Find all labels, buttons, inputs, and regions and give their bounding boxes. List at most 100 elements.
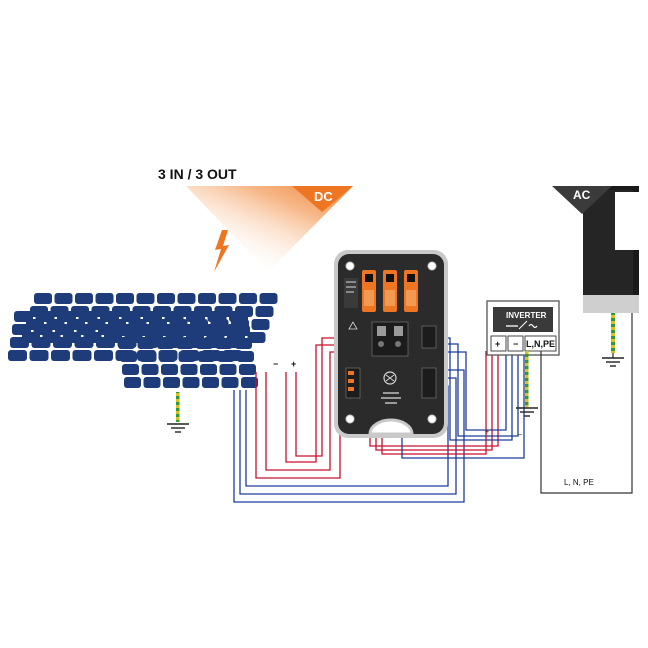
solar-cell [54,293,73,304]
dc-indicator: DC [186,186,353,272]
solar-cell [57,311,76,322]
solar-panel-array [8,293,278,388]
solar-cell [237,351,254,362]
solar-cell [202,377,219,388]
solar-cell [194,325,211,336]
solar-cell [122,364,139,375]
solar-cell [120,351,137,362]
dc-ac-symbol-icon [383,371,397,385]
solar-cell [161,364,178,375]
negative-wire [233,369,465,503]
solar-cell [255,306,274,317]
solar-cell [31,337,51,348]
solar-cell [178,351,196,362]
solar-cell [14,311,33,322]
solar-cell [136,293,155,304]
solar-cell [239,364,256,375]
solar-cell [124,377,141,388]
solar-cell [100,311,119,322]
solar-cell [196,338,213,349]
inverter-wire-plus-label: + [485,429,489,436]
solar-cell [12,324,31,335]
inverter-minus-terminal: − [513,339,518,349]
solar-cell [118,338,135,349]
solar-cell [251,319,270,330]
solar-cell [35,311,55,322]
panel-minus-label: − [273,359,278,369]
solar-cell [98,324,117,335]
solar-cell [164,311,184,322]
solar-cell [76,324,96,335]
inverter: INVERTER + − L,N,PE [486,300,560,356]
solar-cell [8,350,27,361]
solar-cell [143,311,162,322]
inverter-earth-wire [525,351,529,407]
solar-cell [94,350,113,361]
fuse-holder [404,270,418,312]
solar-cell [78,311,98,322]
inverter-ac-terminal: L,N,PE [526,339,555,349]
ground-icon [516,407,538,417]
solar-cell [159,351,176,362]
solar-cell [198,293,216,304]
solar-cell [34,293,52,304]
ground-icon [602,353,624,367]
ac-label: AC [573,188,591,202]
solar-cell [141,364,159,375]
solar-cell [157,293,175,304]
solar-cell [229,311,248,322]
solar-cell [186,311,205,322]
solar-cell [247,332,266,343]
ac-line [540,313,633,494]
fuse-holder [383,270,397,312]
solar-cell [33,324,53,335]
solar-cell [51,350,70,361]
dc-label: DC [314,189,333,204]
solar-cell [96,337,115,348]
solar-cell [176,338,194,349]
lightning-icon [214,230,229,272]
solar-cell [116,293,134,304]
fuse-holder [362,270,376,312]
solar-cell [163,377,180,388]
solar-cell [75,293,93,304]
solar-cell [10,337,29,348]
ac-line-label: L, N, PE [564,478,594,487]
solar-cell [200,364,217,375]
solar-cell [221,377,239,388]
panel-plus-label: + [291,359,296,369]
solar-cell [198,351,215,362]
solar-cell [207,311,227,322]
solar-cell [213,325,231,336]
solar-cell [219,364,237,375]
solar-cell [72,350,92,361]
ac-grid: AC [552,186,639,353]
solar-cell [95,293,114,304]
solar-cell [241,377,258,388]
solar-cell [239,293,257,304]
solar-cell [135,325,153,336]
inverter-wire-minus-label: − [518,432,522,439]
solar-cell [116,325,133,336]
solar-cell [155,325,172,336]
solar-cell [174,325,192,336]
solar-cell [215,338,233,349]
negative-wire [436,351,507,431]
solar-cell [180,364,198,375]
negative-wire [239,377,457,495]
solar-cell [55,324,74,335]
inverter-label: INVERTER [506,311,547,320]
solar-cell [74,337,94,348]
positive-wire [285,344,362,463]
solar-cell [177,293,196,304]
solar-cell [121,311,141,322]
solar-cell [53,337,72,348]
solar-cell [137,338,155,349]
solar-cell [182,377,200,388]
solar-cell [218,293,237,304]
combiner-box [334,250,448,438]
solar-cell [29,350,49,361]
ground-icon [167,423,189,433]
diagram-title: 3 IN / 3 OUT [158,166,237,182]
